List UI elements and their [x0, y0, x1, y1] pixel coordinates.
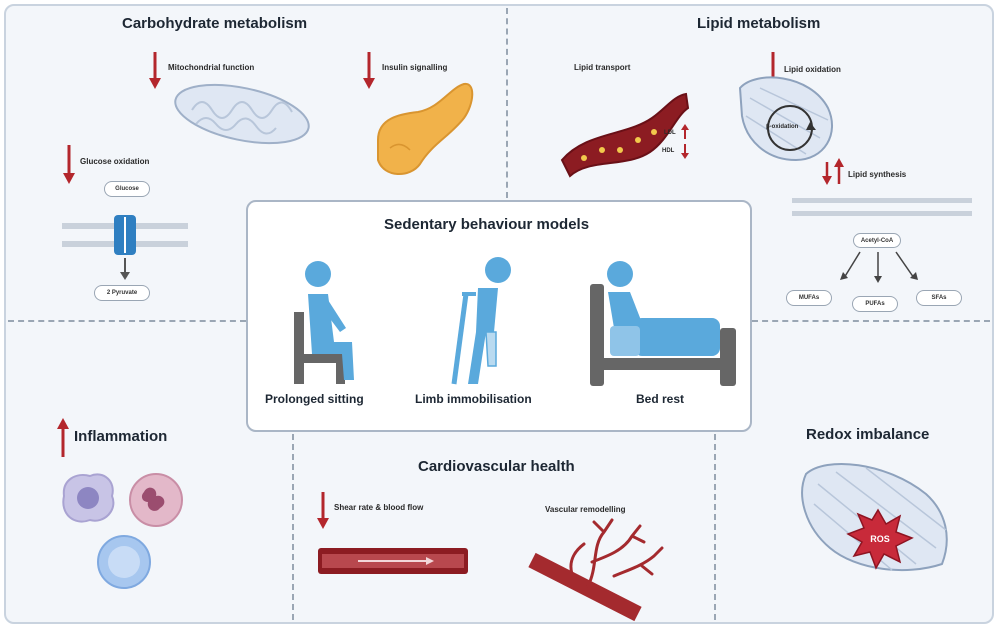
lipid-transport-label: Lipid transport	[574, 63, 631, 72]
redox-title: Redox imbalance	[806, 426, 930, 443]
decrease-arrow-icon	[317, 492, 329, 529]
lipid-synthesis-label: Lipid synthesis	[848, 170, 907, 179]
bottom-left-divider	[292, 434, 294, 620]
cardiovascular-title: Cardiovascular health	[418, 458, 575, 475]
glucose-oxidation-label: Glucose oxidation	[80, 157, 150, 166]
artery-flow-icon	[318, 548, 468, 574]
increase-arrow-icon	[57, 418, 69, 457]
pancreas-icon	[377, 82, 474, 175]
sedentary-models-box: Sedentary behaviour models Prolonged sit…	[246, 200, 752, 432]
down-arrow-icon	[120, 258, 130, 280]
mitochondrion-ros-icon: ROS	[801, 463, 948, 572]
increase-arrow-icon	[681, 124, 689, 139]
insulin-signalling-label: Insulin signalling	[382, 63, 448, 72]
sfas-pill: SFAs	[916, 290, 962, 306]
immune-cells-icon	[62, 473, 183, 589]
pufas-pill: PUFAs	[852, 296, 898, 312]
crutch-person-icon	[451, 257, 511, 385]
bottom-right-divider	[714, 434, 716, 620]
mitochondrial-function-label: Mitochondrial function	[168, 63, 255, 72]
inflammation-title: Inflammation	[74, 428, 168, 445]
up-down-arrow-icon	[822, 158, 844, 185]
carbohydrate-title: Carbohydrate metabolism	[122, 15, 308, 32]
blood-vessel-icon	[560, 92, 690, 178]
vascular-remodelling-label: Vascular remodelling	[545, 505, 626, 514]
decrease-arrow-icon	[63, 145, 75, 184]
shear-rate-label: Shear rate & blood flow	[334, 503, 424, 512]
glucose-pill: Glucose	[104, 181, 150, 197]
model-limb-immobilisation: Limb immobilisation	[415, 392, 532, 406]
decrease-arrow-icon	[363, 52, 375, 89]
beta-oxidation-label: β-oxidation	[766, 124, 799, 130]
ldl-label: LDL	[664, 130, 676, 136]
mitochondrion-icon	[174, 83, 310, 145]
left-divider	[8, 320, 246, 322]
lipid-title: Lipid metabolism	[697, 15, 821, 32]
decrease-arrow-icon	[149, 52, 161, 89]
vessel-branch-icon	[528, 518, 664, 622]
bed-rest-icon	[590, 261, 736, 386]
hdl-label: HDL	[662, 148, 675, 154]
branch-arrows-icon	[840, 251, 918, 283]
sitting-person-icon	[294, 261, 354, 384]
membrane-transporter-icon	[62, 215, 188, 255]
mufas-pill: MUFAs	[786, 290, 832, 306]
ros-label: ROS	[870, 534, 890, 544]
decrease-arrow-icon	[681, 144, 689, 159]
acetyl-coa-pill: Acetyl-CoA	[853, 233, 901, 248]
pyruvate-pill: 2 Pyruvate	[94, 285, 150, 301]
top-divider	[506, 8, 508, 198]
model-bed-rest: Bed rest	[636, 392, 685, 406]
right-divider	[752, 320, 990, 322]
mitochondrion-beta-oxidation-icon	[738, 76, 833, 162]
lipid-oxidation-label: Lipid oxidation	[784, 65, 841, 74]
sedentary-models-title: Sedentary behaviour models	[384, 216, 590, 233]
membrane-icon	[792, 198, 972, 216]
model-prolonged-sitting: Prolonged sitting	[265, 392, 364, 406]
